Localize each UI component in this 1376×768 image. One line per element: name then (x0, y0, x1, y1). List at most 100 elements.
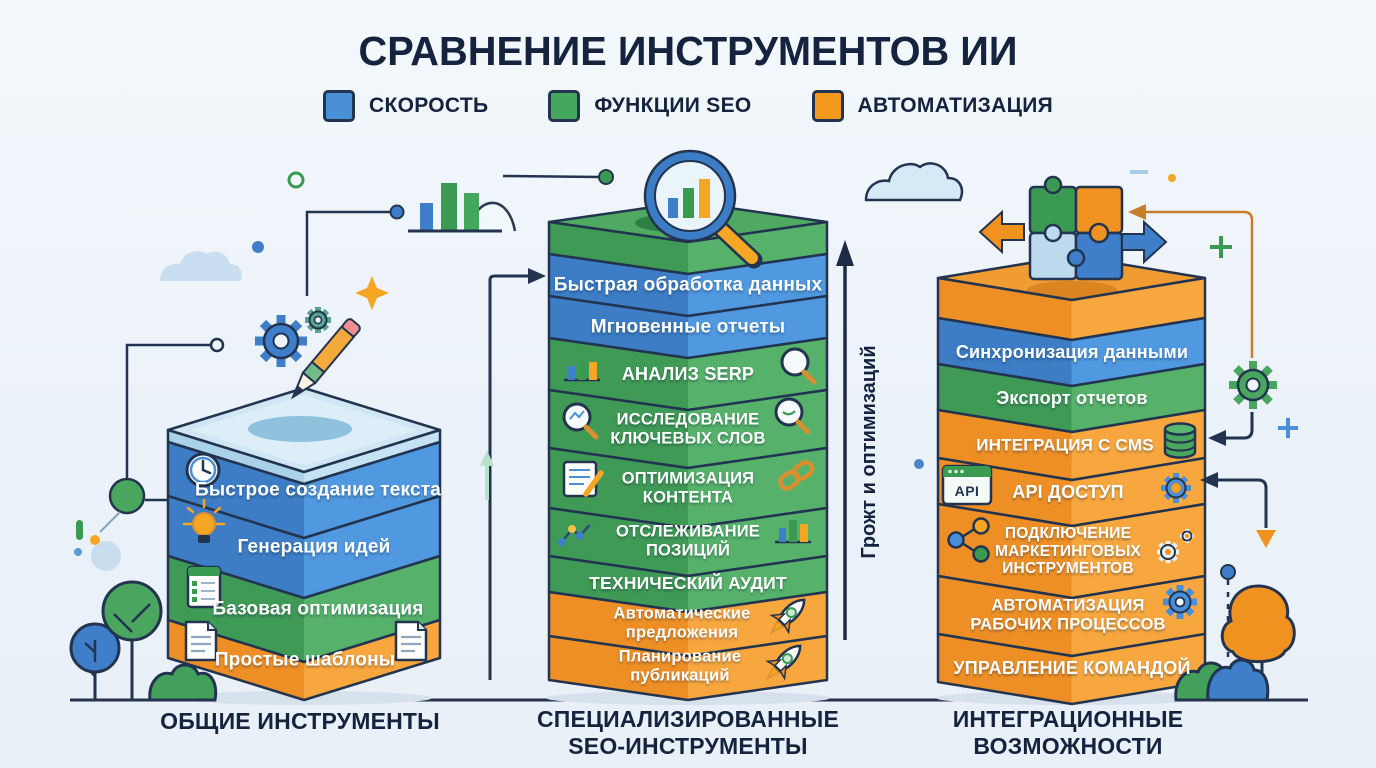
blue-dot (252, 241, 264, 253)
column-label-line: SEO-ИНСТРУМЕНТЫ (568, 733, 808, 760)
pencil-icon (290, 318, 361, 400)
layer-label: Быстрое создание текста (195, 479, 441, 501)
legend-swatch-speed (323, 90, 355, 122)
connector-line (1224, 412, 1254, 440)
tree-icon (101, 580, 163, 700)
layer-label: API ДОСТУП (1012, 481, 1124, 502)
document-icon (184, 620, 218, 662)
legend: СКОРОСТЬ ФУНКЦИИ SEO АВТОМАТИЗАЦИЯ (323, 90, 1053, 122)
connector-line (305, 210, 397, 296)
tower-layer (547, 634, 829, 702)
arrow-left-icon (1200, 472, 1218, 488)
cloud-icon (160, 251, 242, 281)
orange-dot (1168, 174, 1176, 182)
column-label-integration: ИНТЕГРАЦИОННЫЕ ВОЗМОЖНОСТИ (953, 706, 1184, 760)
layer-label: Экспорт отчетов (996, 387, 1148, 408)
api-window-icon (941, 464, 993, 506)
layer-label: Мгновенные отчеты (590, 316, 786, 338)
layer-label: Генерация идей (237, 536, 391, 558)
legend-label: АВТОМАТИЗАЦИЯ (857, 94, 1053, 117)
layer-label: Простые шаблоны (214, 649, 396, 671)
page-title: СРАВНЕНИЕ ИНСТРУМЕНТОВ ИИ (358, 28, 1018, 74)
column-label-line: СПЕЦИАЛИЗИРОВАННЫЕ (537, 706, 839, 732)
legend-item-speed: СКОРОСТЬ (323, 90, 488, 122)
tower-integration (936, 254, 1207, 706)
ring-dot (287, 171, 305, 189)
blue-dot (914, 459, 924, 469)
checklist-icon (186, 565, 222, 609)
api-icon-label: API (954, 483, 980, 499)
connector-line (488, 274, 528, 680)
connector-dot (598, 169, 614, 185)
gear-icon (1163, 585, 1197, 619)
green-node-icon (108, 477, 146, 515)
connector-line (502, 174, 600, 179)
column-label-general: ОБЩИЕ ИНСТРУМЕНТЫ (160, 708, 440, 734)
plus-icon (1210, 236, 1232, 258)
legend-item-automation: АВТОМАТИЗАЦИЯ (811, 90, 1053, 122)
document-icon (394, 620, 428, 662)
legend-item-seo: ФУНКЦИИ SEO (548, 90, 751, 122)
plus-icon (1278, 418, 1298, 438)
layer-label: ИССЛЕДОВАНИЕ КЛЮЧЕВЫХ СЛОВ (610, 410, 766, 447)
tree-icon (69, 622, 121, 700)
layer-label: Планирование публикаций (618, 647, 742, 684)
legend-label: ФУНКЦИИ SEO (594, 94, 752, 117)
layer-label: Синхронизация данными (955, 341, 1189, 362)
connector-line (1216, 478, 1268, 528)
legend-label: СКОРОСТЬ (369, 94, 489, 117)
connector-dot (389, 204, 405, 220)
confetti-dots (74, 511, 121, 571)
layer-label: ТЕХНИЧЕСКИЙ АУДИТ (589, 573, 787, 594)
magnifier-badge-icon (776, 399, 808, 432)
magnifier-chart-icon (643, 149, 763, 269)
column-label-line: ВОЗМОЖНОСТИ (973, 733, 1163, 760)
arrow-right-icon (1121, 219, 1168, 265)
cloud-icon (864, 162, 964, 202)
bar-chart-decoration (408, 183, 517, 233)
layer-label: ОТСЛЕЖИВАНИЕ ПОЗИЦИЙ (616, 522, 760, 559)
column-label-line: ИНТЕГРАЦИОННЫЕ (952, 706, 1184, 732)
growth-arrowhead (836, 240, 854, 266)
gear-icon (305, 307, 331, 333)
tower-general (166, 386, 442, 702)
layer-label: АВТОМАТИЗАЦИЯ РАБОЧИХ ПРОЦЕССОВ (970, 596, 1166, 633)
notepad-icon (562, 460, 604, 498)
layer-label: ПОДКЛЮЧЕНИЕ МАРКЕТИНГОВЫХ ИНСТРУМЕНТОВ (995, 524, 1141, 577)
arrow-down-icon (1256, 530, 1276, 548)
layer-label: ИНТЕГРАЦИЯ С CMS (976, 435, 1154, 455)
tree-icon (1220, 584, 1296, 700)
layer-label: Базовая оптимизация (212, 598, 424, 620)
tower-layer (166, 618, 442, 702)
sparkle-icon (355, 276, 389, 310)
connector-dot (209, 337, 225, 353)
connector-line (1146, 210, 1254, 358)
share-nodes-icon (947, 517, 990, 563)
layer-label: Быстрая обработка данных (553, 274, 823, 296)
arrow-left-icon (978, 209, 1025, 255)
legend-swatch-automation (811, 90, 844, 122)
layer-label: Автоматические предложения (613, 604, 751, 641)
connector-line (125, 343, 217, 478)
layer-label: АНАЛИЗ SERP (621, 363, 755, 384)
legend-swatch-seo (548, 90, 581, 122)
arrow-left-icon (1208, 430, 1226, 446)
gear-icon (1229, 361, 1277, 409)
gear-icon (1161, 473, 1191, 503)
layer-label: УПРАВЛЕНИЕ КОМАНДОЙ (953, 657, 1191, 678)
growth-axis-label: Грожт и оптимизаций (858, 345, 880, 559)
puzzle-pieces-icon (1028, 175, 1124, 281)
column-label-seo: СПЕЦИАЛИЗИРОВАННЫЕ SEO-ИНСТРУМЕНТЫ (537, 706, 839, 760)
bush-icon (148, 663, 218, 702)
layer-label: ОПТИМИЗАЦИЯ КОНТЕНТА (621, 469, 755, 506)
arrow-left-icon (1128, 204, 1146, 220)
mint-arrowhead (480, 450, 494, 466)
chain-link-icon (778, 460, 815, 491)
database-icon (1163, 422, 1197, 459)
lightbulb-icon (182, 498, 226, 543)
magnifier-badge-icon (564, 404, 596, 437)
clock-icon (185, 452, 221, 488)
blue-dot (1220, 564, 1236, 580)
